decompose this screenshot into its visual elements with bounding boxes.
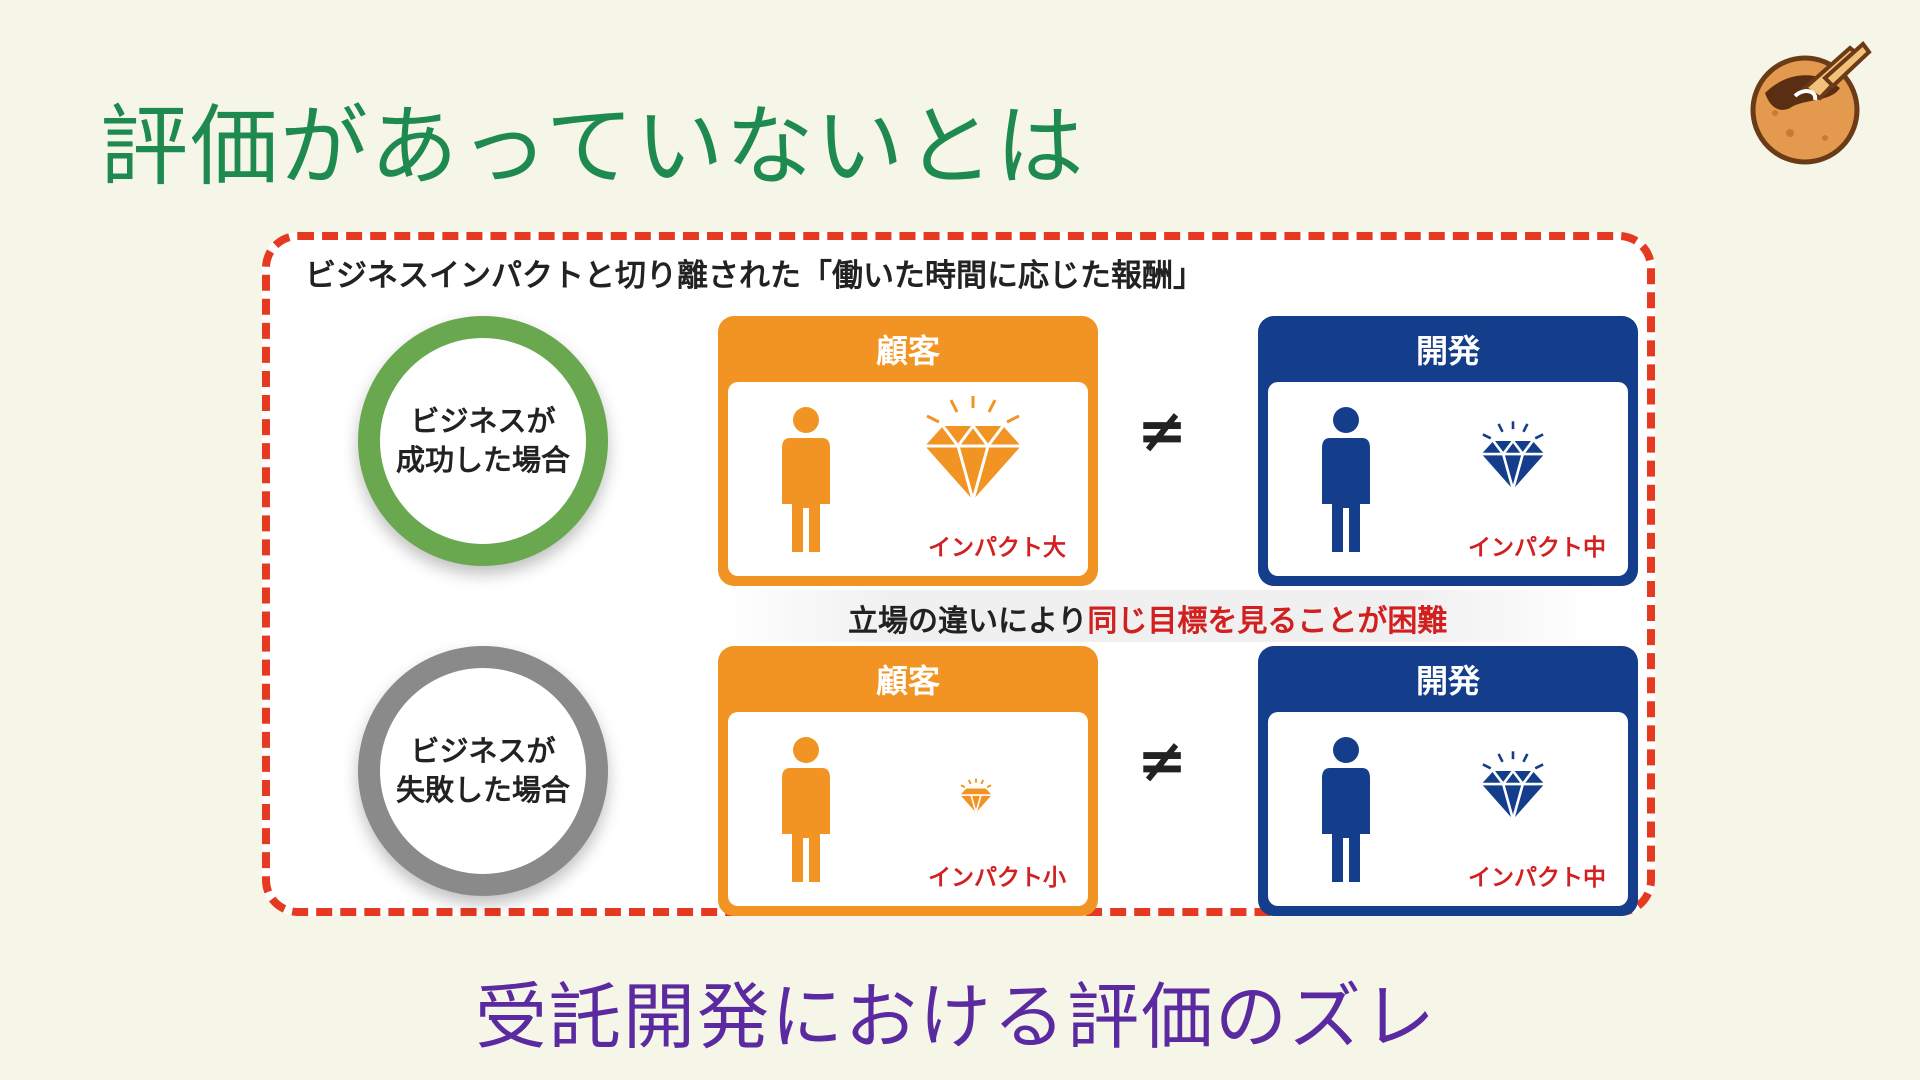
middle-statement-plain: 立場の違いにより [848, 604, 1088, 639]
developer-label: 開発 [1415, 662, 1480, 700]
developer-card-success: 開発 インパクト中 [1258, 316, 1638, 586]
middle-statement-highlight: 同じ目標を見ることが困難 [1087, 604, 1448, 639]
developer-label: 開発 [1415, 332, 1480, 370]
person-icon [1322, 737, 1370, 882]
diamond-icon [925, 396, 1021, 504]
customer-impact-success: インパクト大 [928, 535, 1066, 561]
customer-card-success: 顧客 インパクト大 [718, 316, 1098, 586]
developer-card-failure: 開発 インパクト中 [1258, 646, 1638, 916]
failure-case-circle: ビジネスが 失敗した場合 [358, 646, 608, 896]
customer-label: 顧客 [875, 662, 940, 700]
diamond-icon [960, 778, 992, 814]
diagram-frame: ビジネスインパクトと切り離された「働いた時間に応じた報酬」 ビジネスが 成功した… [262, 232, 1655, 916]
slide-caption: 受託開発における評価のズレ [475, 975, 1438, 1059]
success-case-circle: ビジネスが 成功した場合 [358, 316, 608, 566]
person-icon [782, 407, 830, 552]
not-equal-sign: ≠ [1136, 726, 1188, 796]
diamond-icon [1481, 751, 1545, 822]
not-equal-sign: ≠ [1136, 396, 1188, 466]
success-case-label: ビジネスが 成功した場合 [395, 403, 570, 477]
middle-statement: 立場の違いにより同じ目標を見ることが困難 [848, 596, 1447, 640]
diagram-heading: ビジネスインパクトと切り離された「働いた時間に応じた報酬」 [305, 258, 1204, 294]
middle-bar [722, 590, 1592, 642]
customer-impact-failure: インパクト小 [928, 865, 1066, 891]
customer-card-failure: 顧客 インパクト小 [718, 646, 1098, 916]
failure-case-label: ビジネスが 失敗した場合 [395, 733, 570, 807]
developer-impact-failure: インパクト中 [1468, 865, 1606, 891]
person-icon [1322, 407, 1370, 552]
developer-impact-success: インパクト中 [1468, 535, 1606, 561]
diamond-icon [1481, 421, 1545, 492]
mascot-icon [1750, 41, 1872, 165]
person-icon [782, 737, 830, 882]
customer-label: 顧客 [875, 332, 940, 370]
slide-title: 評価があっていないとは [100, 95, 1086, 198]
